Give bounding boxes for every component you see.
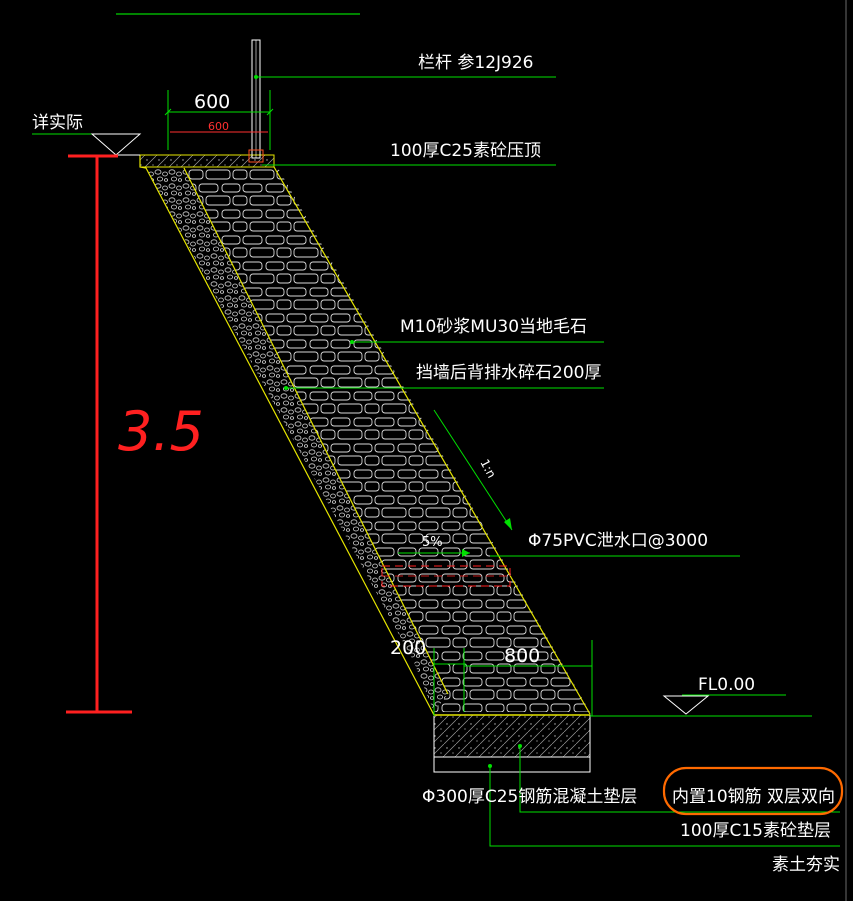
floor-level-marker [662,694,786,715]
label-reinforcement: 内置10钢筋 双层双向 [672,787,835,807]
markup-height-note: 3.5 [118,400,204,463]
wall-back-outline [273,166,591,715]
dim-top-width: 600 [194,91,230,113]
label-base-slab: Φ300厚C25钢筋混凝土垫层 [422,787,637,807]
railing-post [248,39,264,163]
dim-top-width-small: 600 [208,120,229,133]
batter-arrow [433,409,513,531]
dim-batter: 1:n [477,457,498,481]
label-railing: 栏杆 参12J926 [418,53,534,73]
masonry-body [184,168,590,712]
height-markup [66,154,132,714]
label-floor-level: FL0.00 [698,675,755,695]
label-weep-pipe: Φ75PVC泄水口@3000 [528,531,708,551]
cushion-layer [433,756,591,773]
coping-slab [139,154,275,168]
label-coping: 100厚C25素砼压顶 [390,141,541,161]
leaders [254,75,840,847]
label-subgrade: 素土夯实 [772,855,840,875]
wall-front-outline [139,155,435,716]
wall-section [139,154,591,773]
gravel-inner-outline [183,167,449,695]
base-slab [433,714,591,758]
label-cushion: 100厚C15素砼垫层 [680,821,831,841]
gravel-layer [146,168,448,712]
dim-gravel-width: 200 [390,637,426,659]
dim-base-width: 800 [504,645,540,667]
weep-pipe [381,549,511,587]
top-level-marker [32,133,142,156]
base-width-dimension [433,640,593,716]
dim-slope: 5% [422,535,443,550]
highlight-ellipse [662,766,844,816]
label-drain-gravel: 挡墙后背排水碎石200厚 [416,363,601,383]
top-width-dimension [164,90,274,150]
label-masonry: M10砂浆MU30当地毛石 [400,317,587,337]
label-top-level: 详实际 [32,113,83,133]
